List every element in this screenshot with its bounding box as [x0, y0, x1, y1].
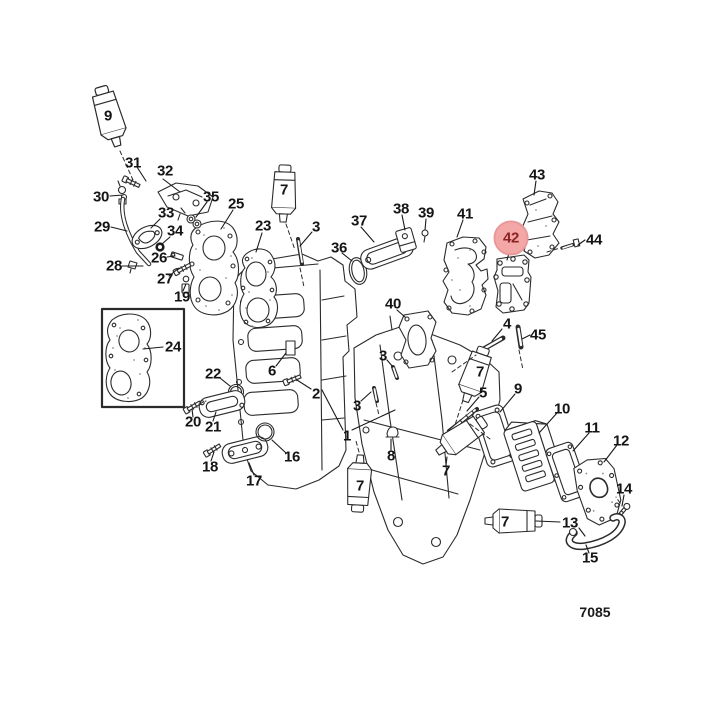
part-label-38[interactable]: 38	[392, 200, 410, 218]
part-label-20[interactable]: 20	[184, 413, 202, 431]
screw-39-drawing	[421, 229, 429, 243]
part-label-29[interactable]: 29	[93, 218, 111, 236]
exhaust-gasket-42-drawing	[493, 254, 532, 314]
part-label-9[interactable]: 9	[103, 107, 113, 125]
part-label-16[interactable]: 16	[283, 448, 301, 466]
part-label-19[interactable]: 19	[173, 288, 191, 306]
part-label-17[interactable]: 17	[245, 472, 263, 490]
part-label-28[interactable]: 28	[105, 257, 123, 275]
oring-36-drawing	[348, 257, 368, 285]
part-label-3[interactable]: 3	[352, 397, 362, 415]
leader-lines	[109, 166, 625, 554]
part-label-6[interactable]: 6	[267, 362, 277, 380]
part-label-31[interactable]: 31	[124, 154, 142, 172]
hose-15-drawing	[565, 513, 626, 551]
part-label-43[interactable]: 43	[528, 166, 546, 184]
part-label-24[interactable]: 24	[164, 338, 182, 356]
oring-16-drawing	[255, 422, 275, 442]
part-label-41[interactable]: 41	[456, 205, 474, 223]
part-label-45[interactable]: 45	[529, 326, 547, 344]
part-label-32[interactable]: 32	[156, 162, 174, 180]
clamp-8-drawing	[385, 426, 400, 438]
cylinder-head-25-drawing	[188, 220, 240, 316]
bolt-18-drawing	[202, 442, 223, 458]
part-label-11[interactable]: 11	[584, 419, 600, 437]
part-label-3[interactable]: 3	[378, 347, 388, 365]
part-label-25[interactable]: 25	[227, 195, 245, 213]
part-label-7[interactable]: 7	[279, 181, 289, 199]
part-label-23[interactable]: 23	[254, 217, 272, 235]
part-label-21[interactable]: 21	[204, 418, 222, 436]
assembly-axis-lines	[119, 150, 621, 504]
part-label-8[interactable]: 8	[386, 447, 396, 465]
part-label-18[interactable]: 18	[201, 458, 219, 476]
cover-40-drawing	[398, 310, 437, 369]
bolt-44-drawing	[560, 238, 581, 250]
part-label-14[interactable]: 14	[615, 480, 633, 498]
boxed-head-24-drawing	[100, 307, 186, 409]
part-label-3[interactable]: 3	[311, 218, 321, 236]
part-label-33[interactable]: 33	[157, 204, 175, 222]
part-label-26[interactable]: 26	[150, 249, 168, 267]
part-label-2[interactable]: 2	[311, 385, 321, 403]
cover-21-drawing	[198, 390, 246, 418]
part-label-13[interactable]: 13	[561, 514, 579, 532]
adapter-plate-12-drawing	[573, 457, 622, 526]
part-label-9[interactable]: 9	[513, 380, 523, 398]
part-label-27[interactable]: 27	[156, 270, 174, 288]
part-label-7[interactable]: 7	[500, 513, 510, 531]
part-label-15[interactable]: 15	[581, 549, 599, 567]
part-label-5[interactable]: 5	[478, 384, 488, 402]
part-label-22[interactable]: 22	[204, 365, 222, 383]
part-label-35[interactable]: 35	[202, 188, 220, 206]
part-label-44[interactable]: 44	[585, 231, 603, 249]
cover-17-drawing	[221, 436, 269, 464]
part-label-37[interactable]: 37	[350, 212, 368, 230]
part-label-40[interactable]: 40	[384, 295, 402, 313]
drawing-number: 7085	[579, 604, 611, 620]
part-label-36[interactable]: 36	[330, 239, 348, 257]
bracket-38-drawing	[395, 227, 417, 253]
part-label-10[interactable]: 10	[553, 400, 571, 418]
head-gasket-23-drawing	[239, 248, 279, 329]
part-label-7[interactable]: 7	[475, 363, 485, 381]
exhaust-plate-41-drawing	[442, 236, 489, 316]
part-label-12[interactable]: 12	[612, 432, 630, 450]
part-label-7[interactable]: 7	[355, 477, 365, 495]
part-label-42[interactable]: 42	[493, 220, 529, 256]
dowel-pins-3-drawing	[296, 237, 399, 403]
part-label-1[interactable]: 1	[342, 427, 352, 445]
pin-45-drawing	[515, 324, 524, 350]
part-label-7[interactable]: 7	[441, 462, 451, 480]
part-label-39[interactable]: 39	[417, 204, 435, 222]
part-label-34[interactable]: 34	[166, 222, 184, 240]
part-label-30[interactable]: 30	[92, 188, 110, 206]
part-label-4[interactable]: 4	[502, 315, 512, 333]
exhaust-cover-43-drawing	[521, 190, 560, 259]
oil-fittings-drawing	[117, 175, 214, 294]
